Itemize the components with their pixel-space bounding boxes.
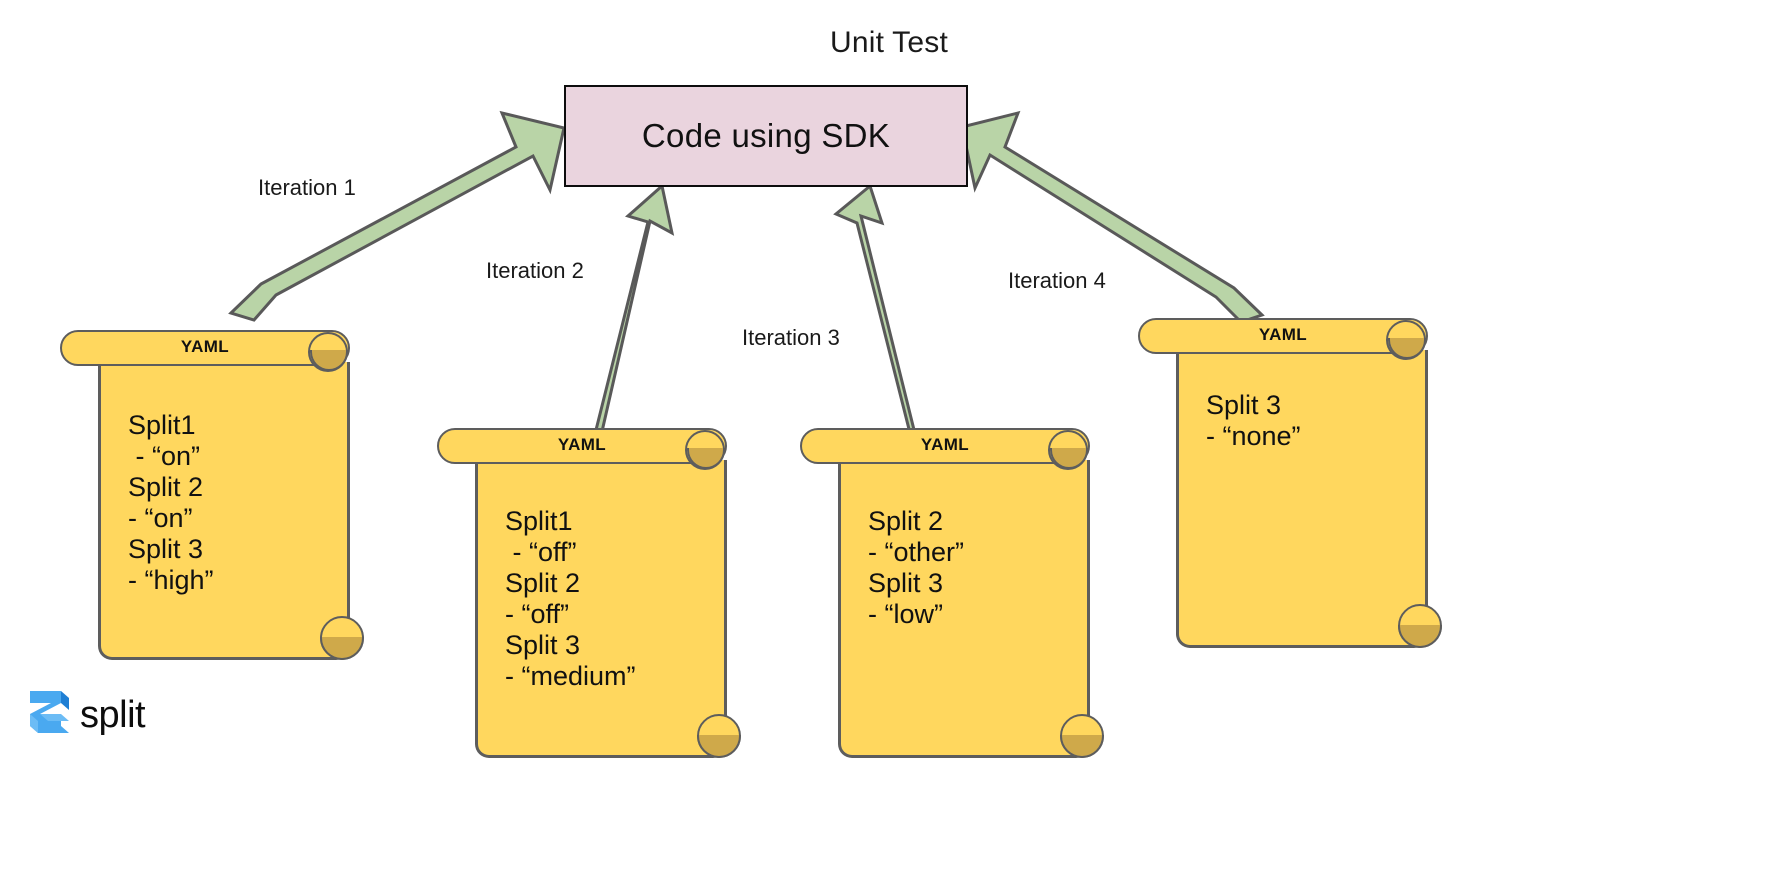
scroll-top-roll: YAML — [437, 428, 727, 464]
yaml-scroll-3[interactable]: YAML Split 2 - “other” Split 3 - “low” — [800, 428, 1104, 758]
arrow-iteration-2 — [564, 183, 675, 451]
arrow-iteration-4 — [960, 110, 1265, 324]
yaml-tag-label: YAML — [557, 435, 607, 454]
yaml-scroll-2[interactable]: YAML Split1 - “off” Split 2 - “off” Spli… — [437, 428, 741, 758]
scroll-content-text: Split 2 - “other” Split 3 - “low” — [868, 506, 965, 629]
scroll-paper — [1176, 350, 1428, 626]
yaml-scroll-1[interactable]: YAML Split1 - “on” Split 2 - “on” Split … — [60, 330, 364, 660]
page-title: Unit Test — [830, 26, 948, 59]
scroll-paper-bottom — [1176, 618, 1428, 648]
scroll-paper-bottom — [838, 728, 1090, 758]
yaml-tag-label: YAML — [180, 337, 230, 356]
split-mark-icon — [30, 691, 69, 733]
scroll-top-roll: YAML — [1138, 318, 1428, 354]
scroll-paper-bottom — [475, 728, 727, 758]
arrow-iteration-1 — [228, 110, 566, 322]
yaml-tag-label: YAML — [1258, 325, 1308, 344]
scroll-top-roll: YAML — [60, 330, 350, 366]
label-iteration-4: Iteration 4 — [1008, 268, 1106, 293]
scroll-content-text: Split1 - “off” Split 2 - “off” Split 3 -… — [505, 506, 636, 691]
split-logo: split — [28, 683, 188, 745]
scroll-content-text: Split1 - “on” Split 2 - “on” Split 3 - “… — [128, 410, 214, 595]
split-wordmark: split — [80, 693, 146, 736]
scroll-top-roll: YAML — [800, 428, 1090, 464]
label-iteration-3: Iteration 3 — [742, 325, 840, 350]
label-iteration-1: Iteration 1 — [258, 175, 356, 200]
code-using-sdk-label: Code using SDK — [641, 117, 891, 154]
scroll-paper — [475, 460, 727, 736]
scroll-paper — [98, 362, 350, 638]
yaml-scroll-4[interactable]: YAML Split 3 - “none” — [1138, 318, 1442, 648]
scroll-paper-bottom — [98, 630, 350, 660]
label-iteration-2: Iteration 2 — [486, 258, 584, 283]
yaml-tag-label: YAML — [920, 435, 970, 454]
scroll-content-text: Split 3 - “none” — [1206, 390, 1301, 451]
scroll-paper — [838, 460, 1090, 736]
arrow-iteration-3 — [833, 183, 920, 450]
code-using-sdk-box[interactable]: Code using SDK — [564, 85, 968, 187]
